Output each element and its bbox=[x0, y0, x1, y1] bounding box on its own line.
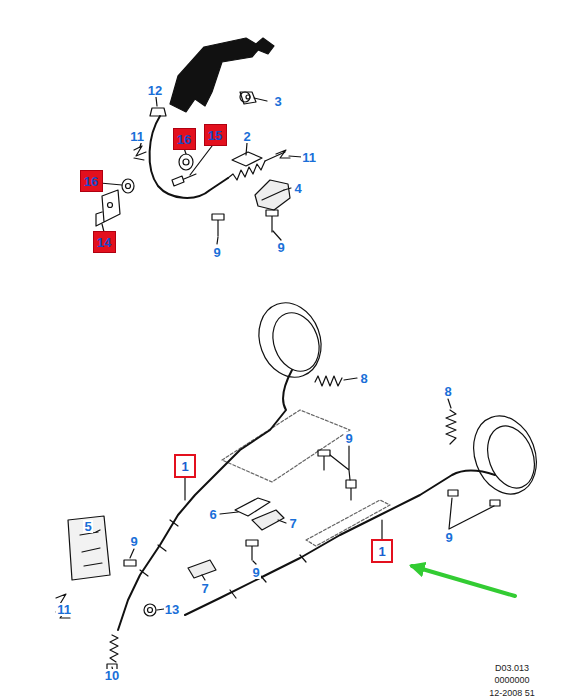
callout-number: 16 bbox=[84, 175, 98, 188]
callout-number: 9 bbox=[212, 246, 221, 259]
callout-number: 9 bbox=[276, 241, 285, 254]
callout-number: 4 bbox=[293, 182, 302, 195]
callout-number: 6 bbox=[208, 508, 217, 521]
callout-number: 1 bbox=[181, 460, 188, 473]
callout-number: 7 bbox=[288, 517, 297, 530]
callout-box-outlined: 1 bbox=[174, 454, 196, 478]
callout-number: 16 bbox=[177, 133, 191, 146]
drawing-reference: 0000000 bbox=[493, 676, 530, 685]
callout-number: 8 bbox=[443, 385, 452, 398]
callout-number: 15 bbox=[208, 129, 222, 142]
callout-number: 13 bbox=[164, 603, 180, 616]
callout-number: 9 bbox=[444, 531, 453, 544]
callout-box-outlined: 1 bbox=[371, 539, 393, 563]
callout-number: 14 bbox=[97, 236, 111, 249]
callout-number: 11 bbox=[301, 151, 317, 164]
callout-number: 7 bbox=[200, 582, 209, 595]
callout-box-filled: 16 bbox=[80, 170, 103, 192]
callout-number: 10 bbox=[104, 669, 120, 682]
callout-box-filled: 15 bbox=[204, 124, 227, 146]
callout-number: 2 bbox=[242, 130, 251, 143]
callout-number: 11 bbox=[56, 603, 72, 616]
callout-box-filled: 14 bbox=[93, 231, 116, 253]
callout-number: 12 bbox=[147, 84, 163, 97]
callout-number: 9 bbox=[129, 535, 138, 548]
callout-number: 3 bbox=[273, 95, 282, 108]
callout-number: 1 bbox=[378, 545, 385, 558]
callout-number: 5 bbox=[83, 520, 92, 533]
callout-number: 9 bbox=[251, 566, 260, 579]
callout-box-filled: 16 bbox=[173, 128, 196, 150]
drawing-reference: 12-2008 51 bbox=[488, 689, 536, 698]
callout-number: 8 bbox=[359, 372, 368, 385]
callout-number: 11 bbox=[129, 130, 145, 143]
callout-number: 9 bbox=[344, 432, 353, 445]
drawing-reference: D03.013 bbox=[494, 664, 530, 673]
